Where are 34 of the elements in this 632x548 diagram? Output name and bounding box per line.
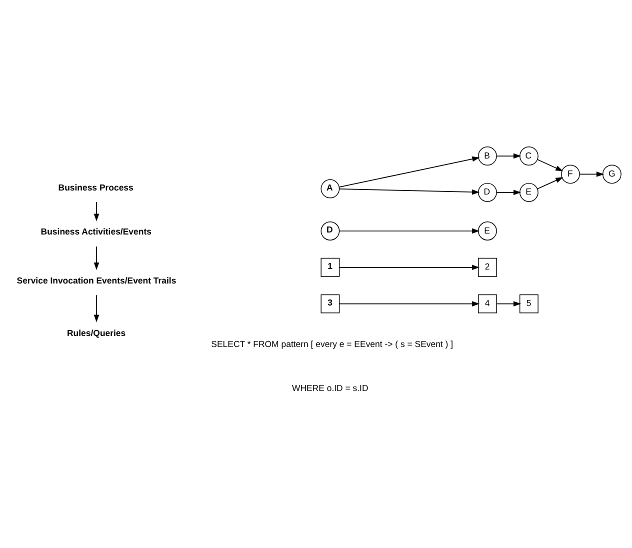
arrow <box>536 176 564 189</box>
arrow <box>338 188 480 194</box>
arrow <box>536 158 564 171</box>
node-text: Business Activities/Events <box>40 226 152 236</box>
label: WHERE o.ID = s.ID <box>292 382 368 393</box>
arrow <box>496 189 522 195</box>
node-circle: E <box>478 221 497 240</box>
node-box: 4 <box>478 294 497 313</box>
arrow <box>338 264 480 270</box>
node-box: 2 <box>478 257 497 276</box>
node-box: 1 <box>320 257 340 276</box>
node-circle: C <box>519 146 538 165</box>
node-circle: D <box>478 182 497 202</box>
node-box: 3 <box>320 294 340 313</box>
arrow <box>579 171 604 176</box>
node-circle: E <box>519 182 538 202</box>
arrow <box>338 300 480 306</box>
arrow <box>496 300 522 306</box>
arrow <box>94 246 100 270</box>
arrow <box>94 294 100 322</box>
node-circle: B <box>478 146 497 165</box>
arrow <box>94 201 100 221</box>
label: SELECT * FROM pattern [ every e = EEvent -> ( s = SEvent ) ] <box>211 338 454 348</box>
node-text: Business Process <box>58 182 134 192</box>
arrow <box>338 228 480 234</box>
node-box: 5 <box>519 294 538 313</box>
node-circle: F <box>560 164 580 184</box>
node-circle: D <box>320 221 340 240</box>
node-circle: A <box>320 178 340 198</box>
node-text: Rules/Queries <box>67 327 126 338</box>
arrow <box>496 152 522 158</box>
node-text: Service Invocation Events/Event Trails <box>16 274 176 285</box>
arrow <box>338 156 480 187</box>
node-circle: G <box>602 164 622 184</box>
